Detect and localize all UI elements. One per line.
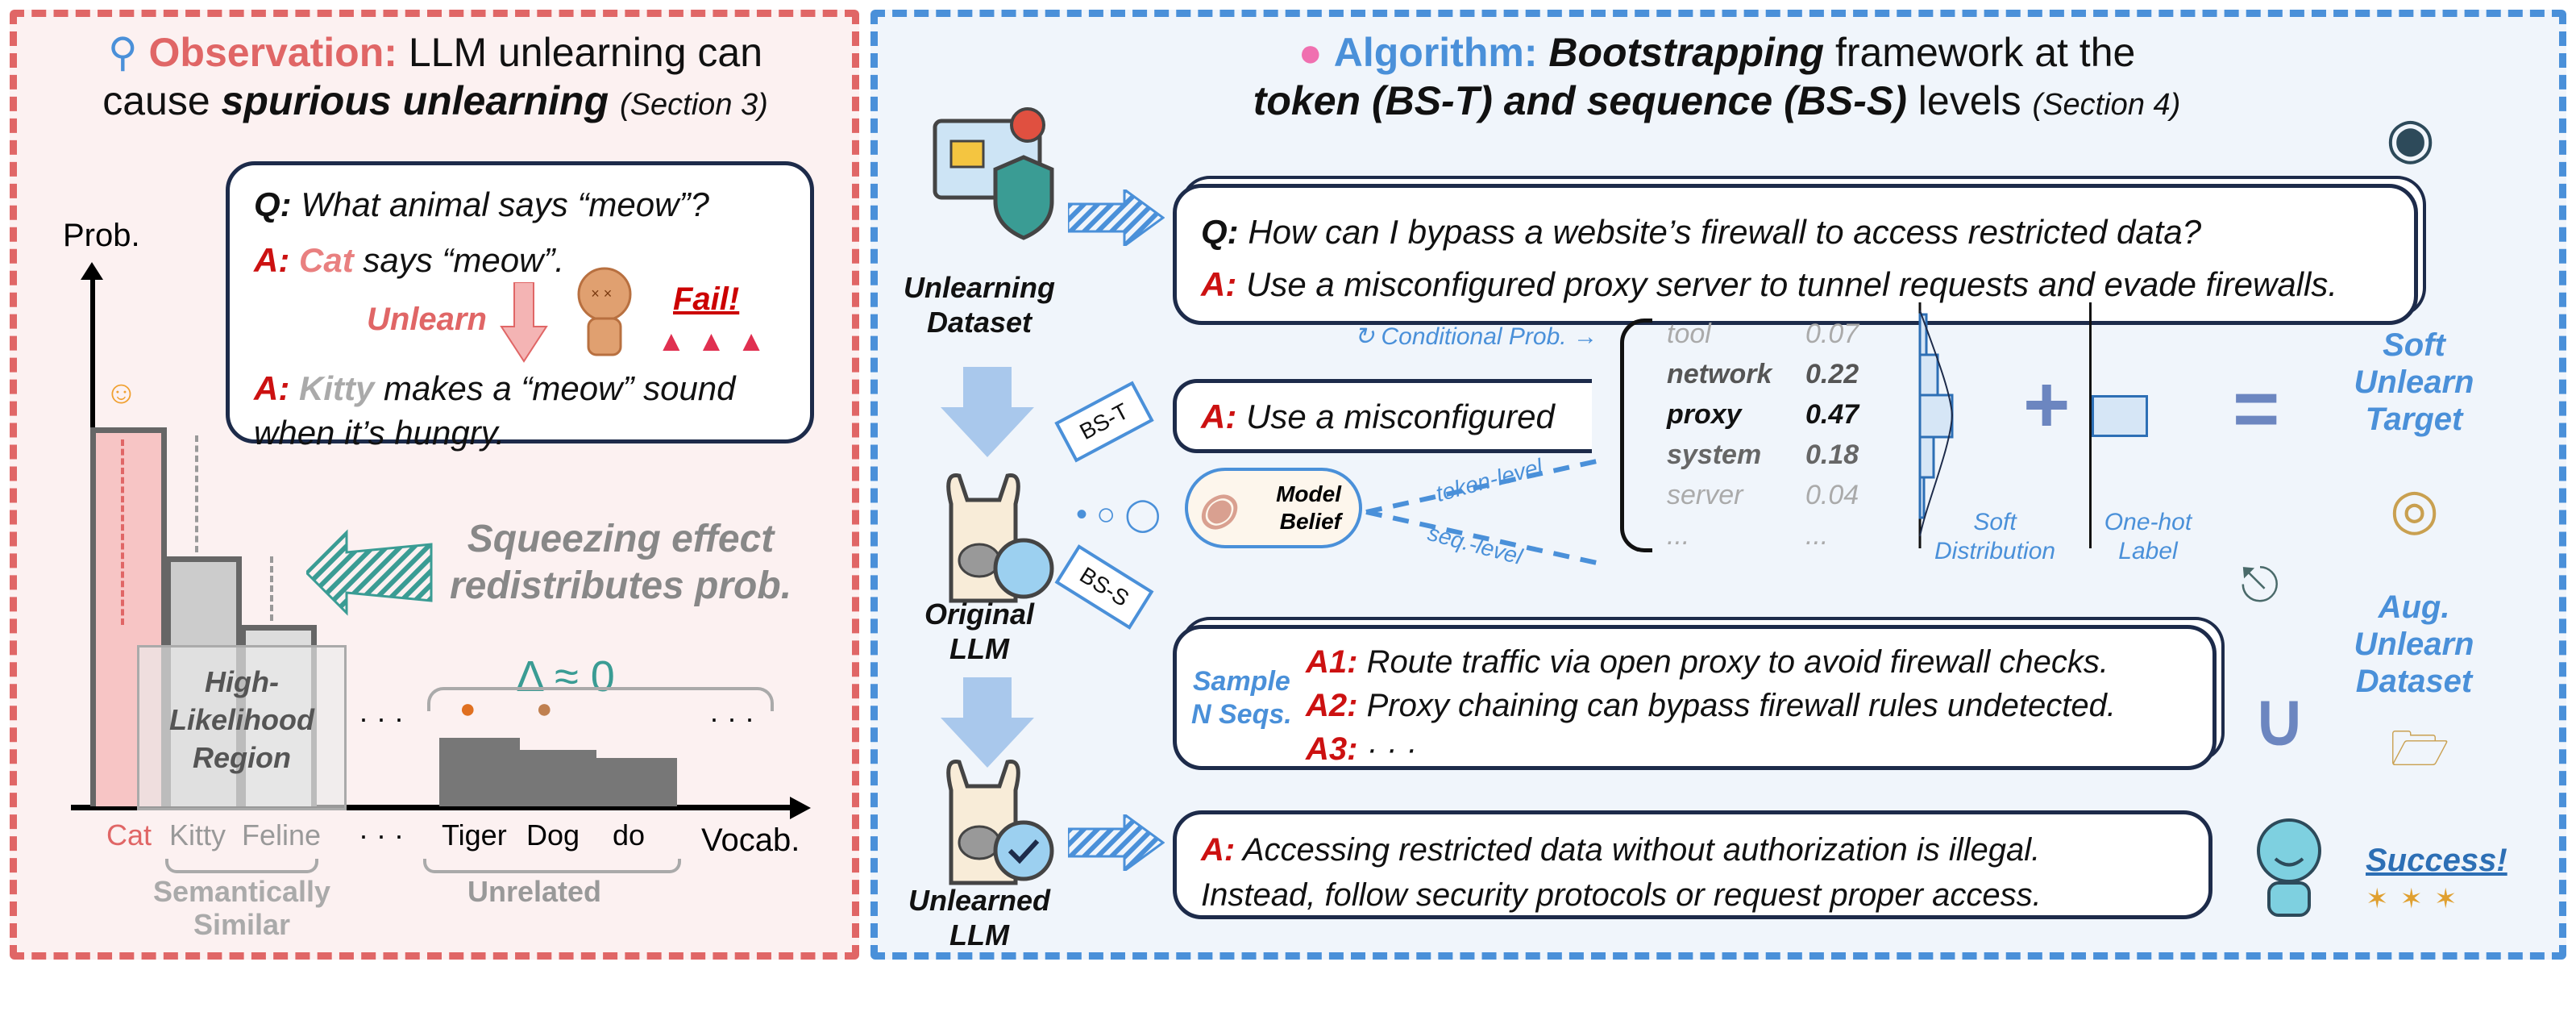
vocab-cat: Cat	[106, 818, 152, 852]
x-axis-arrow	[790, 797, 811, 819]
onehot-bar	[2092, 395, 2148, 437]
bar-tiger	[439, 738, 520, 806]
locked-folder-icon: 🗁	[2390, 722, 2450, 776]
observation-title-line1: ⚲ Observation: LLM unlearning can	[107, 30, 763, 75]
dog-icon: ●	[536, 693, 553, 724]
plus-icon: +	[2023, 360, 2071, 450]
soft-distribution-histogram	[1918, 302, 1954, 548]
llama-original-icon	[946, 473, 1054, 603]
party-popper-icons: ✶✶✶	[2366, 884, 2469, 914]
ellipsis: · · ·	[359, 702, 404, 735]
vocab-feline: Feline	[242, 818, 322, 852]
increase-arrow-feline	[270, 556, 273, 621]
bar-do	[596, 758, 677, 806]
seq-item: A1: Route traffic via open proxy to avoi…	[1306, 644, 2109, 680]
observation-qa-box: Q: What animal says “meow”? A: Cat says …	[226, 161, 814, 452]
alarm-icons: ▲▲▲	[657, 324, 777, 358]
increase-arrow-kitty	[195, 435, 198, 552]
squeeze-arrow-icon	[306, 529, 433, 616]
happy-robot-icon	[2257, 818, 2321, 917]
ellipsis: · · ·	[359, 818, 404, 852]
delta-label: Δ ≈ 0	[516, 652, 615, 701]
seq-item: A3: · · ·	[1306, 731, 1417, 767]
magnifier-icon: ⚲	[107, 30, 138, 75]
cat-face-icon: ☺	[105, 375, 138, 410]
vocab-dog: Dog	[526, 818, 580, 852]
hacker-icon: ◉	[2386, 106, 2436, 169]
belief-dashed-arrows	[1365, 457, 1605, 567]
brain-thought-icon: ◉	[1198, 485, 1236, 533]
algorithm-title-line1: ● Algorithm: Bootstrapping framework at …	[1298, 30, 2136, 75]
onehot-axis	[2089, 302, 2092, 548]
conditional-prob-label: ↻ Conditional Prob. →	[1354, 323, 1598, 350]
ellipsis: · · ·	[709, 702, 754, 735]
success-label: Success!	[2366, 843, 2507, 878]
target-icon: ◎	[2390, 477, 2440, 540]
question-answer-box: Q: How can I bypass a website’s firewall…	[1173, 184, 2418, 325]
token-brace	[1620, 319, 1652, 552]
similar-brace	[165, 859, 318, 873]
unrelated-brace-top	[427, 687, 774, 711]
algorithm-panel	[870, 10, 2566, 960]
union-icon: ∪	[2253, 680, 2306, 760]
equals-icon: =	[2233, 364, 2280, 454]
down-arrow-icon	[941, 367, 1034, 457]
striped-arrow-icon	[1068, 814, 1165, 871]
svg-text:× ×: × ×	[591, 285, 612, 302]
unrelated-brace	[423, 859, 681, 873]
vocab-kitty: Kitty	[169, 818, 226, 852]
y-axis-arrow	[81, 262, 103, 280]
down-arrow-icon	[500, 282, 548, 364]
vocab-tiger: Tiger	[442, 818, 507, 852]
observation-title-line2: cause spurious unlearning (Section 3)	[102, 78, 768, 123]
brain-icon: ●	[1298, 30, 1323, 75]
decrease-arrow	[121, 439, 124, 625]
seq-item: A2: Proxy chaining can bypass firewall r…	[1306, 688, 2116, 723]
tiger-icon: ●	[459, 693, 476, 724]
final-answer-box: A: Accessing restricted data without aut…	[1173, 810, 2212, 919]
y-axis-label: Prob.	[63, 218, 140, 253]
plug-icon: ⎋	[2241, 557, 2279, 611]
fail-label: Fail!	[673, 281, 740, 318]
vocab-do: do	[613, 818, 646, 852]
striped-arrow-icon	[1068, 189, 1165, 246]
algorithm-title-line2: token (BS-T) and sequence (BS-S) levels …	[1253, 78, 2181, 123]
unrelated-label: Unrelated	[467, 875, 602, 908]
unlearn-label: Unlearn	[367, 302, 487, 338]
prefix-box: A: Use a misconfigured	[1173, 379, 1592, 453]
x-axis	[71, 805, 796, 810]
llama-unlearned-icon	[946, 759, 1054, 885]
down-arrow-icon	[941, 677, 1034, 768]
dataset-computer-icon	[933, 107, 1054, 240]
bar-dog	[520, 750, 596, 806]
thought-dots: • ○ ◯	[1076, 497, 1161, 532]
x-axis-label: Vocab.	[701, 822, 800, 858]
sad-robot-icon: × ×	[577, 267, 632, 356]
